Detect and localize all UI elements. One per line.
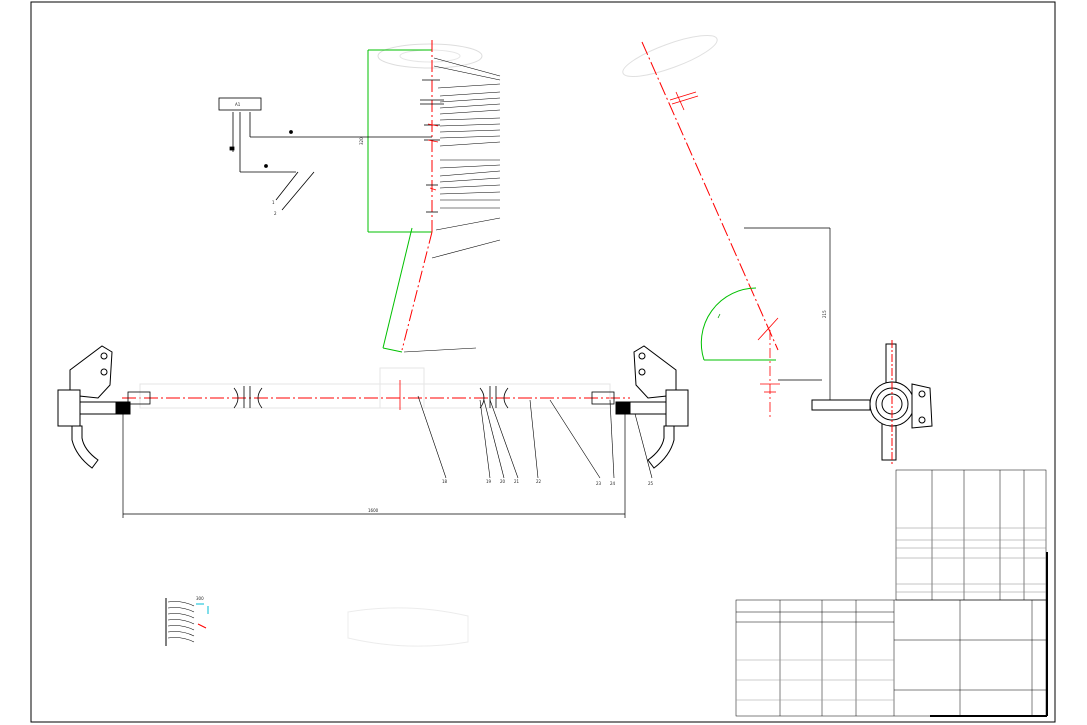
linkage-block: A1 1 2 [218,97,432,216]
side-view-column: 215 [622,35,831,420]
total-length-dim: 1600 [368,508,379,513]
drawing-border [30,1,1056,723]
parts-list-table [895,469,1047,601]
leader-22: 22 [536,479,542,484]
small-detail-view: 300 [165,596,469,647]
leader-20: 20 [500,479,506,484]
leader-2: 2 [274,211,277,216]
right-steering-knuckle [615,345,689,469]
knuckle-side-view [811,340,933,464]
tag-label: A1 [235,102,241,107]
leader-21: 21 [514,479,520,484]
small-dim: 300 [196,596,204,601]
steering-column-assembly: 320 [359,40,501,353]
axle-assembly: 18 19 20 21 22 23 24 25 1600 [122,367,654,518]
leader-25: 25 [648,481,654,486]
leader-18: 18 [442,479,448,484]
vertical-dim: 215 [822,310,827,318]
title-block [735,552,1048,717]
leader-23: 23 [596,481,602,486]
column-height-dim: 320 [359,137,364,145]
leader-1: 1 [272,200,275,205]
leader-19: 19 [486,479,492,484]
leader-24: 24 [610,481,616,486]
left-steering-knuckle [57,345,131,469]
